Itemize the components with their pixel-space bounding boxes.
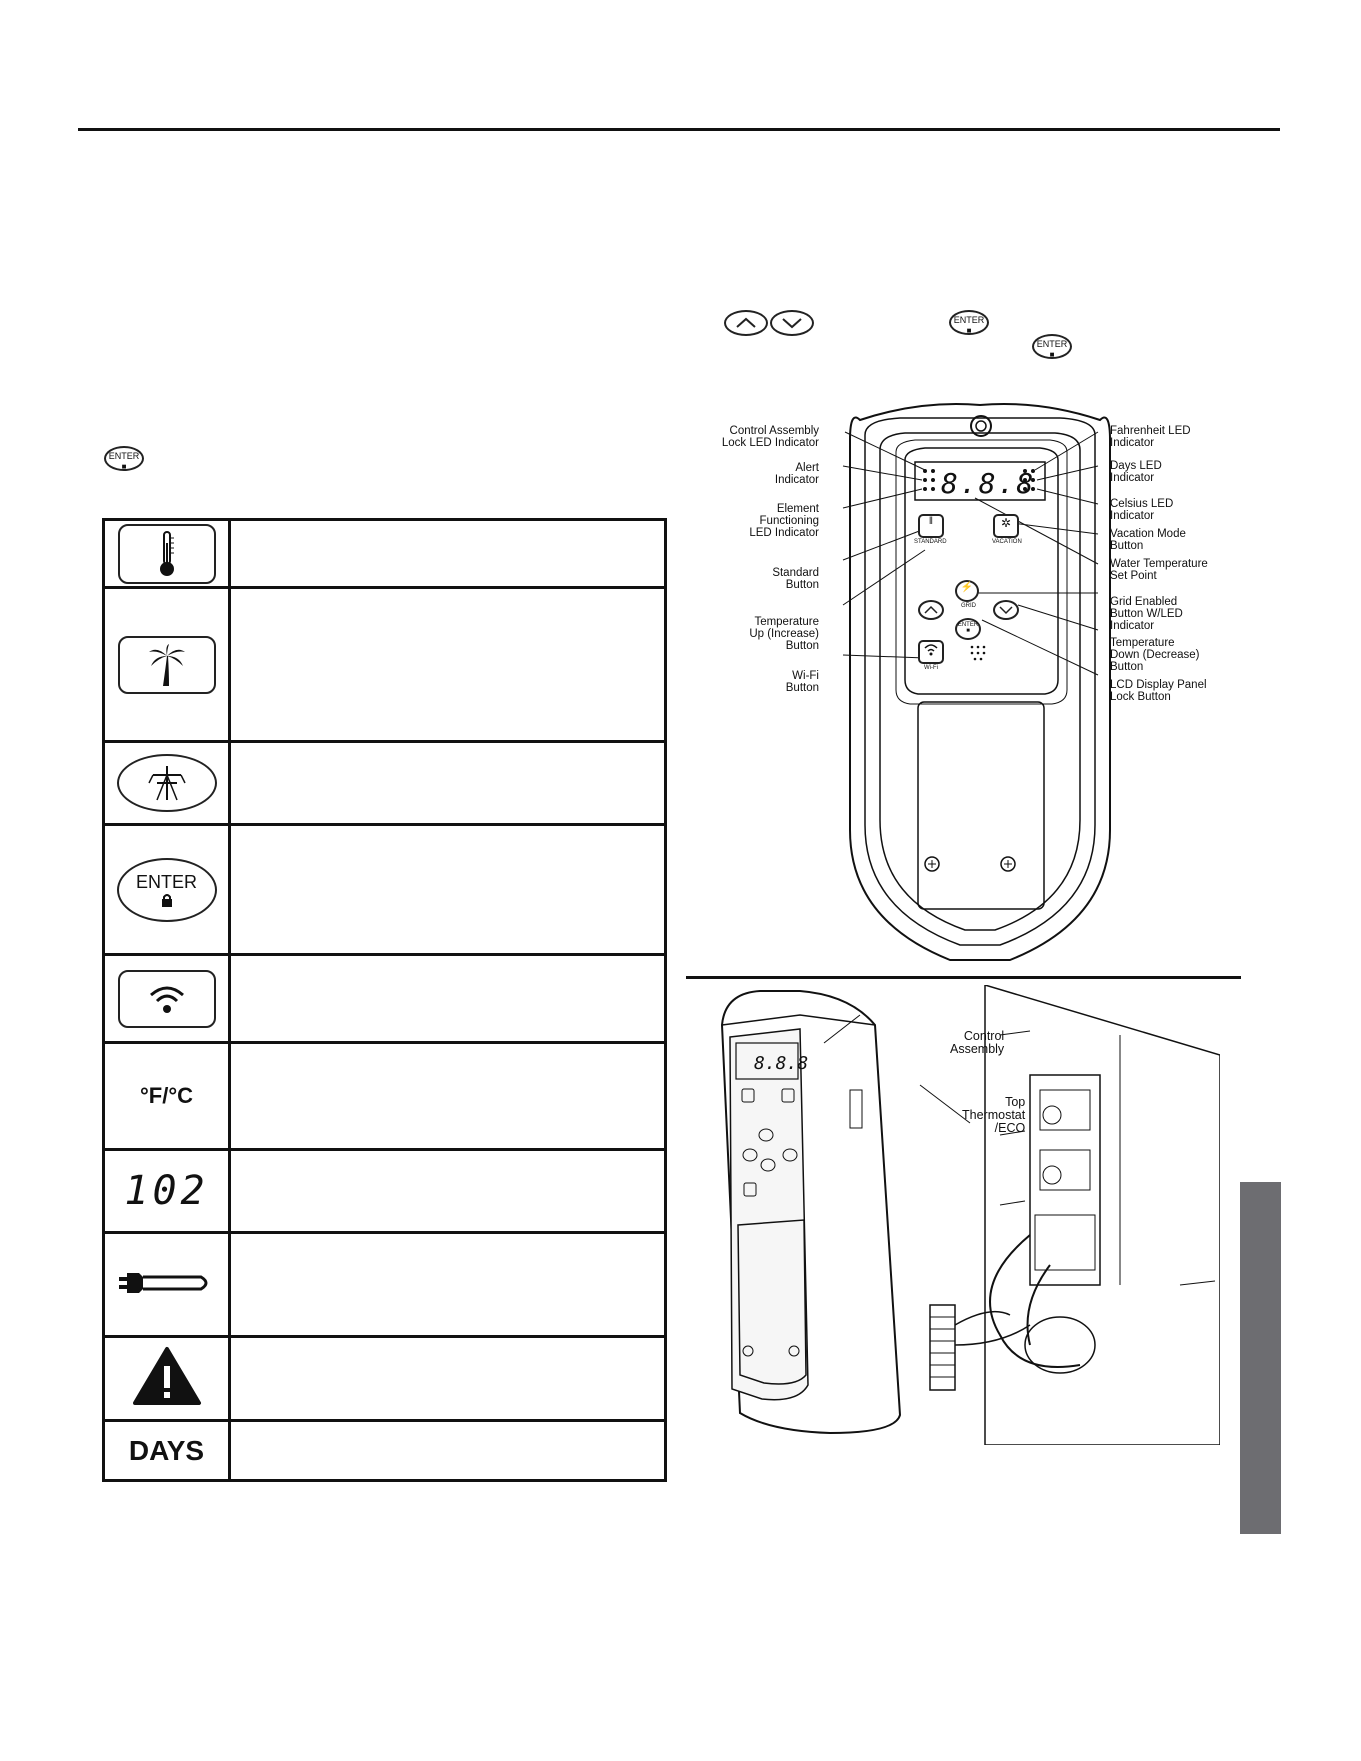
- description-cell: [228, 740, 667, 826]
- callout-alert-indicator: Alert Indicator: [774, 462, 819, 486]
- wifi-button-label: Wi-Fi: [924, 665, 938, 671]
- days-text-icon: DAYS: [128, 1434, 205, 1466]
- icon-cell: ENTER: [102, 823, 231, 956]
- callout-control-assembly-lock: Control Assembly Lock LED Indicator: [721, 425, 819, 449]
- temperature-down-button[interactable]: [993, 600, 1019, 620]
- svg-text:8.8.8: 8.8.8: [754, 1053, 808, 1074]
- enter-button-inline-2[interactable]: ENTER■: [1032, 334, 1072, 359]
- power-tower-icon: [116, 754, 217, 812]
- table-row: ENTER: [102, 823, 667, 956]
- standard-button-label: STANDARD: [914, 539, 947, 545]
- icon-cell: °F/°C: [102, 1041, 231, 1151]
- callout-fahrenheit-led: Fahrenheit LED Indicator: [1110, 425, 1191, 449]
- icon-cell: [102, 518, 231, 589]
- description-cell: [228, 1148, 667, 1234]
- icon-cell: [102, 1335, 231, 1422]
- chevron-down-icon: [999, 606, 1013, 615]
- callout-water-temperature: Water Temperature Set Point: [1110, 558, 1208, 582]
- icon-cell: [102, 586, 231, 743]
- set-point-display: 8.8.8: [941, 467, 1036, 500]
- thermometer-icon: [117, 523, 216, 584]
- enter-lock-icon: ENTER: [116, 857, 217, 922]
- table-row: [102, 586, 667, 743]
- table-row: [102, 953, 667, 1044]
- palm-tree-icon: [117, 635, 216, 694]
- seven-segment-icon: 102: [124, 1168, 209, 1214]
- description-cell: [228, 1335, 667, 1422]
- up-arrow-button[interactable]: [724, 310, 768, 336]
- grid-button[interactable]: ⚡: [955, 580, 979, 602]
- chevron-up-icon: [736, 317, 756, 328]
- callout-temperature-up: Temperature Up (Increase) Button: [749, 616, 819, 652]
- table-row: DAYS: [102, 1419, 667, 1482]
- table-row: °F/°C: [102, 1041, 667, 1151]
- vacation-mode-button[interactable]: ✲: [993, 514, 1019, 538]
- description-cell: [228, 953, 667, 1044]
- description-cell: [228, 586, 667, 743]
- icon-legend-table: ENTER °F/°C 102: [102, 518, 667, 1482]
- down-arrow-button[interactable]: [770, 310, 814, 336]
- control-panel-outline: [842, 403, 1111, 961]
- lock-icon: ■: [966, 326, 972, 335]
- unit-text-icon: °F/°C: [139, 1083, 194, 1108]
- callout-top-thermostat-eco: Top Thermostat /ECO: [962, 1095, 1026, 1135]
- description-cell: [228, 518, 667, 589]
- enter-button-inline-1[interactable]: ENTER■: [949, 310, 989, 335]
- figure-separator: [686, 976, 1241, 979]
- wifi-icon: [924, 644, 938, 656]
- lock-icon: [161, 894, 172, 907]
- description-cell: [228, 1041, 667, 1151]
- table-row: [102, 1335, 667, 1422]
- callout-temperature-down: Temperature Down (Decrease) Button: [1110, 637, 1200, 673]
- description-cell: [228, 1419, 667, 1482]
- lock-icon: ■: [121, 462, 127, 471]
- callout-standard-button: Standard Button: [772, 567, 819, 591]
- heating-element-icon: [118, 1273, 207, 1293]
- icon-cell: [102, 740, 231, 826]
- vacation-button-label: VACATION: [992, 539, 1022, 545]
- chevron-up-icon: [924, 605, 938, 614]
- callout-lcd-lock-button: LCD Display Panel Lock Button: [1110, 679, 1207, 703]
- icon-cell: DAYS: [102, 1419, 231, 1482]
- icon-cell: 102: [102, 1148, 231, 1234]
- description-cell: [228, 1231, 667, 1338]
- callout-wifi-button: Wi-Fi Button: [785, 670, 819, 694]
- callout-celsius-led: Celsius LED Indicator: [1110, 498, 1174, 522]
- description-cell: [228, 823, 667, 956]
- standard-button[interactable]: ǁ: [918, 514, 944, 538]
- icon-cell: [102, 953, 231, 1044]
- grid-button-label: GRID: [961, 603, 976, 609]
- lock-icon: ■: [966, 628, 970, 634]
- callout-element-functioning: Element Functioning LED Indicator: [749, 503, 819, 539]
- table-row: [102, 740, 667, 826]
- table-row: 102: [102, 1148, 667, 1234]
- callout-vacation-mode: Vacation Mode Button: [1110, 528, 1186, 552]
- callout-control-assembly: Control Assembly: [950, 1029, 1005, 1056]
- section-side-tab: [1240, 1182, 1281, 1534]
- wifi-icon: [117, 969, 216, 1028]
- table-row: [102, 1231, 667, 1338]
- icon-cell: [102, 1231, 231, 1338]
- table-row: [102, 518, 667, 589]
- installation-drawing: 8.8.8: [720, 985, 1220, 1445]
- lcd-lock-enter-button[interactable]: ENTER■: [955, 618, 981, 640]
- temperature-up-button[interactable]: [918, 600, 944, 620]
- callout-days-led: Days LED Indicator: [1110, 460, 1162, 484]
- callout-grid-enabled: Grid Enabled Button W/LED Indicator: [1110, 596, 1183, 632]
- enter-button-inline-left[interactable]: ENTER■: [104, 446, 144, 471]
- header-rule: [78, 128, 1280, 131]
- warning-icon: [132, 1347, 201, 1405]
- wifi-button[interactable]: [918, 640, 944, 664]
- chevron-down-icon: [782, 318, 802, 329]
- lock-icon: ■: [1049, 350, 1055, 359]
